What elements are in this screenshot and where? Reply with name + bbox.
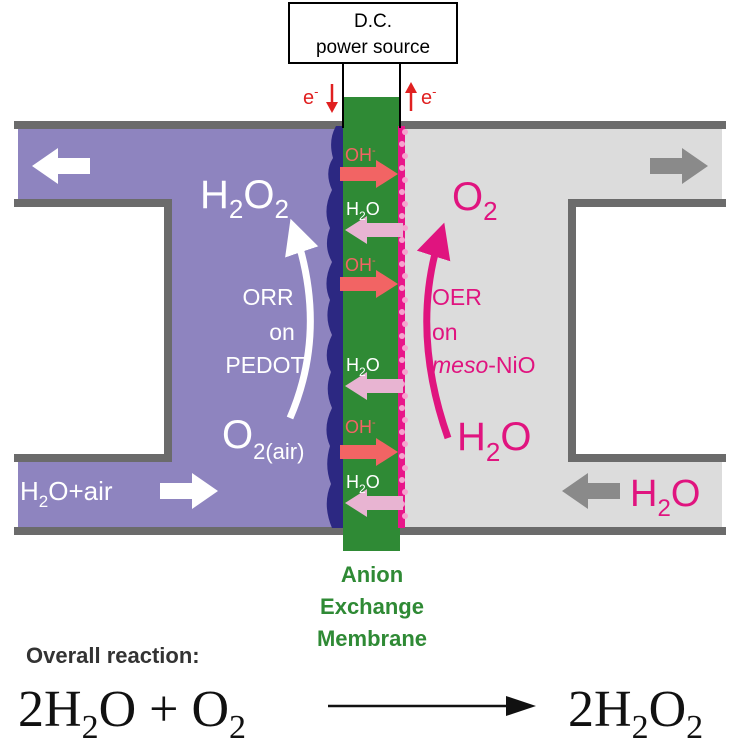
power-source-line2: power source [316, 37, 430, 58]
nio-particle [402, 297, 408, 303]
left-product-label: H2O2 [200, 173, 289, 224]
svg-text:PEDOT: PEDOT [225, 352, 304, 378]
nio-particle [399, 333, 405, 339]
nio-particle [402, 273, 408, 279]
nio-particle [399, 189, 405, 195]
nio-particle [402, 153, 408, 159]
overall-reaction-label: Overall reaction: [26, 643, 200, 668]
oh-arrow-2: OH- [340, 255, 398, 298]
nio-particle [399, 453, 405, 459]
oer-arrow [416, 222, 452, 440]
svg-text:H2O: H2O [346, 199, 380, 223]
nio-particle [399, 285, 405, 291]
nio-particle [402, 369, 408, 375]
nio-particle [399, 309, 405, 315]
channel-walls [14, 121, 726, 535]
nio-particle [399, 165, 405, 171]
svg-text:e-: e- [303, 84, 318, 109]
svg-text:H2O: H2O [346, 355, 380, 379]
nio-particle [402, 489, 408, 495]
water-arrow-2: H2O [345, 355, 403, 400]
svg-text:Membrane: Membrane [317, 626, 427, 651]
electron-down-arrow [326, 102, 338, 113]
svg-text:meso-NiO: meso-NiO [432, 352, 536, 378]
right-reactant-label: H2O [457, 415, 531, 467]
nio-particle [402, 393, 408, 399]
nio-particle [402, 321, 408, 327]
nio-particle [402, 225, 408, 231]
svg-text:H2O: H2O [346, 472, 380, 496]
oh-arrow-1: OH- [340, 145, 398, 188]
nio-particle [399, 261, 405, 267]
water-arrow-3: H2O [345, 472, 403, 517]
nio-particle [399, 429, 405, 435]
overall-lhs: 2H2O + O2 [18, 681, 246, 739]
svg-text:Anion: Anion [341, 562, 403, 587]
orr-label: ORR on PEDOT [225, 284, 304, 378]
nio-particle [399, 357, 405, 363]
water-arrow-1: H2O [345, 199, 403, 244]
membrane-label: Anion Exchange Membrane [317, 562, 427, 651]
right-outlet-arrow [650, 148, 708, 184]
left-inlet-arrow [160, 473, 218, 509]
nio-particle [402, 345, 408, 351]
orr-arrow [285, 218, 319, 420]
nio-particle [402, 441, 408, 447]
nio-particle [402, 465, 408, 471]
svg-text:OH-: OH- [345, 145, 376, 165]
nio-particle [402, 177, 408, 183]
svg-text:on: on [432, 319, 458, 345]
nio-particle [399, 141, 405, 147]
nio-particle [402, 201, 408, 207]
nio-particle [399, 213, 405, 219]
nio-particle [402, 249, 408, 255]
wires [342, 63, 401, 128]
left-chamber-fluid [18, 128, 340, 528]
power-source-line1: D.C. [354, 11, 392, 32]
nio-particle [402, 129, 408, 135]
oer-label: OER on meso-NiO [432, 284, 536, 378]
svg-text:e-: e- [421, 84, 436, 109]
left-inlet-label: H2O+air [20, 476, 113, 511]
electron-up-arrow [405, 82, 417, 93]
nio-particle [402, 513, 408, 519]
left-outlet-arrow [32, 148, 90, 184]
svg-text:OH-: OH- [345, 417, 376, 437]
svg-text:on: on [269, 319, 295, 345]
overall-reaction-arrow [328, 696, 536, 716]
svg-text:Exchange: Exchange [320, 594, 424, 619]
right-chamber-fluid [403, 128, 722, 528]
right-inlet-arrow [562, 473, 620, 509]
right-inlet-label: H2O [630, 473, 700, 522]
svg-text:OH-: OH- [345, 255, 376, 275]
power-source: D.C. power source [288, 2, 458, 64]
pedot-layer [326, 126, 343, 528]
electron-left: e- [303, 84, 338, 113]
nio-particle [399, 405, 405, 411]
nio-catalyst-layer [398, 126, 408, 528]
nio-particle [402, 417, 408, 423]
electron-right: e- [405, 82, 436, 111]
nio-particle [399, 237, 405, 243]
right-product-label: O2 [452, 175, 498, 226]
left-reactant-label: O2(air) [222, 413, 304, 464]
overall-rhs: 2H2O2 [568, 681, 703, 739]
oh-arrow-3: OH- [340, 417, 398, 466]
svg-text:ORR: ORR [242, 284, 293, 310]
nio-particle [399, 477, 405, 483]
ion-arrows: OH- H2O OH- H2O OH- H2O [340, 145, 403, 517]
svg-text:OER: OER [432, 284, 482, 310]
